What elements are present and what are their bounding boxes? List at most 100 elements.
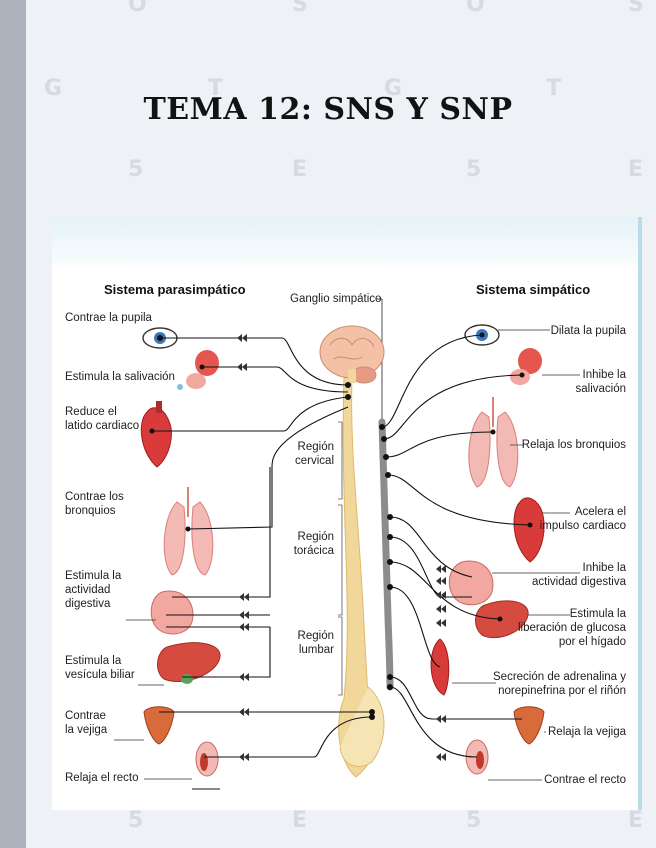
sympathetic-label-line: Secreción de adrenalina y: [493, 671, 626, 683]
sympathetic-label-line: norepinefrina por el riñón: [498, 685, 626, 697]
parasympathetic-label-0: Contrae la pupila: [65, 312, 153, 324]
sympathetic-label-6: Secreción de adrenalina y norepinefrina p…: [493, 671, 626, 697]
sympathetic-label-line: Inhibe la: [583, 562, 627, 574]
chain-nodes: [149, 332, 533, 720]
region-label-line: Región: [298, 441, 334, 453]
spinal-column: [338, 376, 385, 778]
right-stomach-icon: [448, 560, 494, 606]
diagram-panel: Sistema parasimpático Sistema simpático …: [52, 217, 642, 810]
watermark-letter: G: [384, 76, 403, 101]
left-sidebar-strip: [0, 0, 26, 848]
parasympathetic-label-line: Contrae los: [65, 491, 124, 503]
region-label-line: cervical: [295, 455, 334, 467]
watermark-letter: E: [628, 157, 644, 182]
watermark-letter: E: [292, 157, 308, 182]
parasympathetic-label-line: bronquios: [65, 505, 116, 517]
region-label-line: Región: [298, 630, 334, 642]
watermark-letter: 5: [466, 808, 482, 833]
sympathetic-label-line: Estimula la: [570, 608, 627, 620]
sympathetic-label-5: Estimula la liberación de glucosa por el h…: [518, 608, 627, 648]
left-bladder-icon: [143, 706, 175, 745]
watermark-letter: 5: [128, 808, 144, 833]
parasympathetic-label-line: Estimula la: [65, 655, 122, 667]
sympathetic-label-line: Dilata la pupila: [551, 325, 627, 337]
sympathetic-label-2: Relaja los bronquios: [522, 439, 626, 451]
parasympathetic-label-line: Reduce el: [65, 406, 117, 418]
parasympathetic-label-4: Estimula la actividad digestiva: [65, 570, 122, 610]
parasympathetic-label-1: Estimula la salivación: [65, 371, 175, 383]
sympathetic-label-line: liberación de glucosa: [518, 622, 627, 634]
watermark-letter: 5: [466, 157, 482, 182]
watermark-letter: G: [44, 76, 63, 101]
region-label-line: Región: [298, 531, 334, 543]
parasympathetic-label-line: Contrae la pupila: [65, 312, 153, 324]
panel-header-band: [52, 217, 638, 265]
sympathetic-header: Sistema simpático: [476, 282, 590, 297]
sympathetic-label-line: Relaja la vejiga: [548, 726, 627, 738]
parasympathetic-label-line: Contrae: [65, 710, 106, 722]
right-heart-icon: [513, 497, 545, 563]
parasympathetic-ganglia: [237, 334, 249, 761]
sympathetic-label-line: Relaja los bronquios: [522, 439, 626, 451]
parasympathetic-label-line: digestiva: [65, 598, 111, 610]
left-salivary-gland-icon: [177, 350, 219, 390]
parasympathetic-label-line: Relaja el recto: [65, 772, 139, 784]
region-label-1: Región torácica: [294, 531, 335, 557]
watermark-letter: E: [292, 808, 308, 833]
parasympathetic-label-line: la vejiga: [65, 724, 108, 736]
parasympathetic-label-line: actividad: [65, 584, 110, 596]
sympathetic-label-7: Relaja la vejiga: [548, 726, 627, 738]
watermark-letter: 5: [128, 157, 144, 182]
sympathetic-chain: [378, 418, 394, 691]
parasympathetic-label-3: Contrae los bronquios: [65, 491, 124, 517]
parasympathetic-label-5: Estimula la vesícula biliar: [65, 655, 135, 681]
right-bladder-icon: [513, 706, 545, 745]
sympathetic-label-line: actividad digestiva: [532, 576, 627, 588]
parasympathetic-label-line: latido cardiaco: [65, 420, 139, 432]
watermark-letter: O: [128, 0, 147, 17]
parasympathetic-label-line: vesícula biliar: [65, 669, 135, 681]
left-liver-icon: [157, 642, 221, 684]
sympathetic-ganglia: [436, 565, 446, 761]
parasympathetic-label-line: Estimula la salivación: [65, 371, 175, 383]
watermark-letter: E: [628, 808, 644, 833]
watermark-letter: S: [292, 0, 308, 17]
sympathetic-label-0: Dilata la pupila: [551, 325, 627, 337]
brain-icon: [319, 325, 385, 384]
parasympathetic-header: Sistema parasimpático: [104, 282, 246, 297]
sympathetic-nerves: [381, 334, 531, 758]
region-braces: [338, 421, 343, 696]
ganglion-label: Ganglio simpático: [290, 293, 381, 305]
sympathetic-label-4: Inhibe la actividad digestiva: [532, 562, 627, 588]
sympathetic-label-1: Inhibe la salivación: [576, 369, 627, 395]
parasympathetic-label-7: Relaja el recto: [65, 772, 139, 784]
sympathetic-label-line: Inhibe la: [583, 369, 627, 381]
parasympathetic-label-6: Contrae la vejiga: [65, 710, 108, 736]
sympathetic-label-line: impulso cardiaco: [540, 520, 626, 532]
left-rectum-icon: [195, 741, 219, 777]
sympathetic-label-line: Acelera el: [575, 506, 626, 518]
watermark-letter: T: [546, 76, 562, 101]
watermark-letter: O: [466, 0, 485, 17]
right-lungs-icon: [468, 397, 519, 488]
region-label-line: torácica: [294, 545, 335, 557]
sympathetic-label-line: salivación: [576, 383, 627, 395]
right-salivary-gland-icon: [510, 348, 542, 385]
parasympathetic-label-2: Reduce el latido cardiaco: [65, 406, 139, 432]
page-title: TEMA 12: SNS Y SNP: [143, 92, 513, 127]
left-heart-icon: [140, 401, 172, 468]
region-label-2: Región lumbar: [298, 630, 335, 656]
parasympathetic-label-line: Estimula la: [65, 570, 122, 582]
nervous-system-diagram: Sistema parasimpático Sistema simpático …: [65, 282, 627, 790]
left-stomach-icon: [150, 590, 194, 635]
region-label-0: Región cervical: [295, 441, 334, 467]
sympathetic-label-line: Contrae el recto: [544, 774, 626, 786]
region-label-line: lumbar: [299, 644, 334, 656]
sympathetic-label-line: por el hígado: [559, 636, 626, 648]
sympathetic-label-8: Contrae el recto: [544, 774, 626, 786]
sympathetic-label-3: Acelera el impulso cardiaco: [540, 506, 626, 532]
left-lungs-icon: [163, 487, 214, 576]
watermark-letter: T: [208, 76, 224, 101]
label-leaders: [114, 329, 580, 781]
watermark-letter: S: [628, 0, 644, 17]
